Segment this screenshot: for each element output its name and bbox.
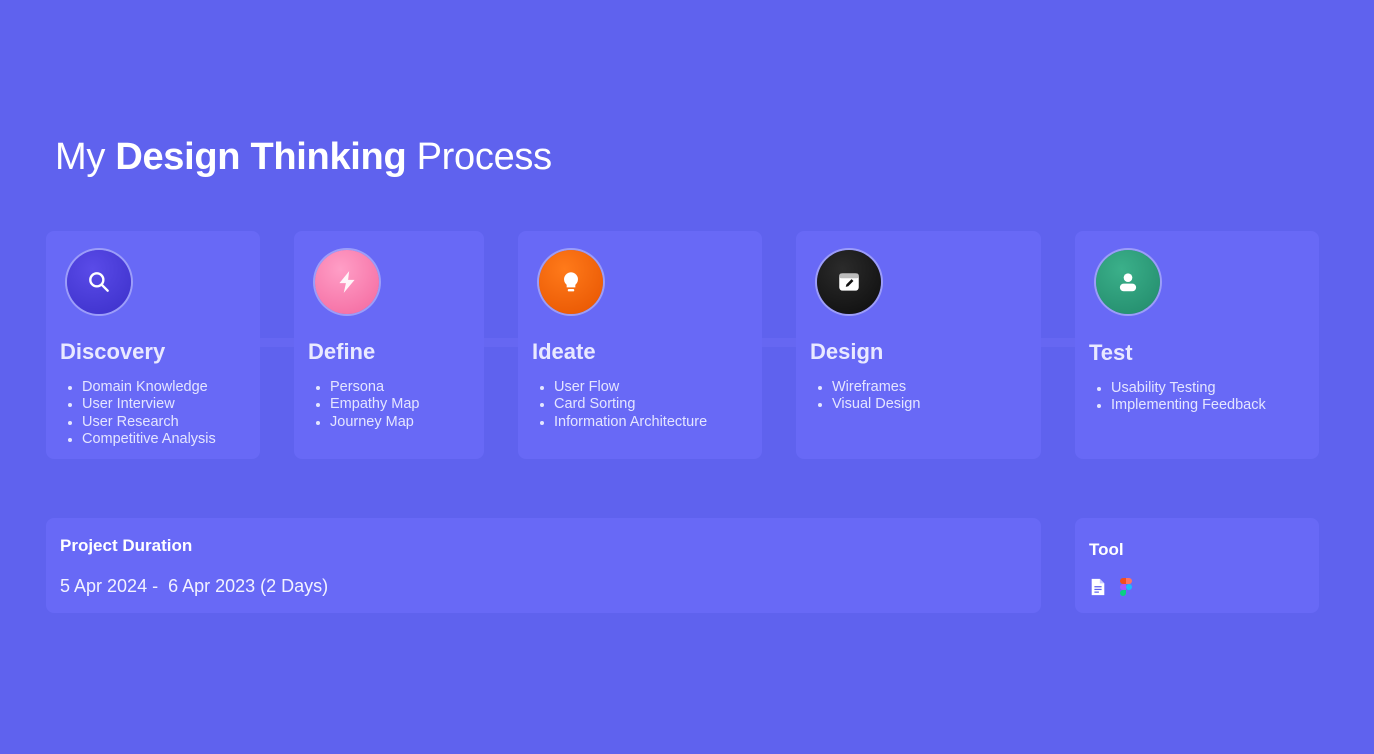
stage-connector xyxy=(484,338,518,347)
stage-items: Persona Empathy Map Journey Map xyxy=(308,379,419,431)
stage-card-define: Define Persona Empathy Map Journey Map xyxy=(294,231,484,459)
tool-icons xyxy=(1090,578,1134,596)
lightbulb-icon xyxy=(539,250,603,314)
list-item: Usability Testing xyxy=(1089,380,1266,397)
page-title: My Design Thinking Process xyxy=(55,134,552,180)
stage-items: Domain Knowledge User Interview User Res… xyxy=(60,379,216,448)
stage-card-test: Test Usability Testing Implementing Feed… xyxy=(1075,231,1319,459)
project-duration-label: Project Duration xyxy=(60,536,193,555)
stage-card-design: Design Wireframes Visual Design xyxy=(796,231,1041,459)
stage-title: Define xyxy=(308,339,376,364)
list-item: User Research xyxy=(60,414,216,431)
stage-title: Design xyxy=(810,339,884,364)
lightning-icon xyxy=(315,250,379,314)
list-item: User Flow xyxy=(532,379,707,396)
title-prefix: My xyxy=(55,136,116,178)
stage-items: Usability Testing Implementing Feedback xyxy=(1089,380,1266,415)
list-item: Empathy Map xyxy=(308,396,419,413)
list-item: Competitive Analysis xyxy=(60,431,216,448)
list-item: Card Sorting xyxy=(532,396,707,413)
list-item: Journey Map xyxy=(308,414,419,431)
stage-items: User Flow Card Sorting Information Archi… xyxy=(532,379,707,431)
project-duration-value: 5 Apr 2024 - 6 Apr 2023 (2 Days) xyxy=(60,576,329,596)
stage-items: Wireframes Visual Design xyxy=(810,379,920,414)
list-item: Domain Knowledge xyxy=(60,379,216,396)
calendar-edit-icon xyxy=(817,250,881,314)
stage-title: Discovery xyxy=(60,339,166,364)
stage-connector xyxy=(260,338,294,347)
tool-label: Tool xyxy=(1089,540,1124,559)
list-item: User Interview xyxy=(60,396,216,413)
google-docs-icon xyxy=(1091,578,1105,596)
title-suffix: Process xyxy=(406,136,552,178)
stage-connector xyxy=(1041,338,1075,347)
stage-title: Test xyxy=(1089,340,1133,365)
title-emphasis: Design Thinking xyxy=(115,136,407,178)
stage-card-discovery: Discovery Domain Knowledge User Intervie… xyxy=(46,231,260,459)
search-icon xyxy=(67,250,131,314)
list-item: Persona xyxy=(308,379,419,396)
stage-title: Ideate xyxy=(532,339,596,364)
figma-icon xyxy=(1120,578,1132,596)
stage-card-ideate: Ideate User Flow Card Sorting Informatio… xyxy=(518,231,762,459)
list-item: Implementing Feedback xyxy=(1089,397,1266,414)
stage-connector xyxy=(762,338,796,347)
user-icon xyxy=(1096,250,1160,314)
project-duration-panel: Project Duration 5 Apr 2024 - 6 Apr 2023… xyxy=(46,518,1041,613)
list-item: Visual Design xyxy=(810,396,920,413)
tool-panel: Tool xyxy=(1075,518,1319,613)
list-item: Information Architecture xyxy=(532,414,707,431)
list-item: Wireframes xyxy=(810,379,920,396)
